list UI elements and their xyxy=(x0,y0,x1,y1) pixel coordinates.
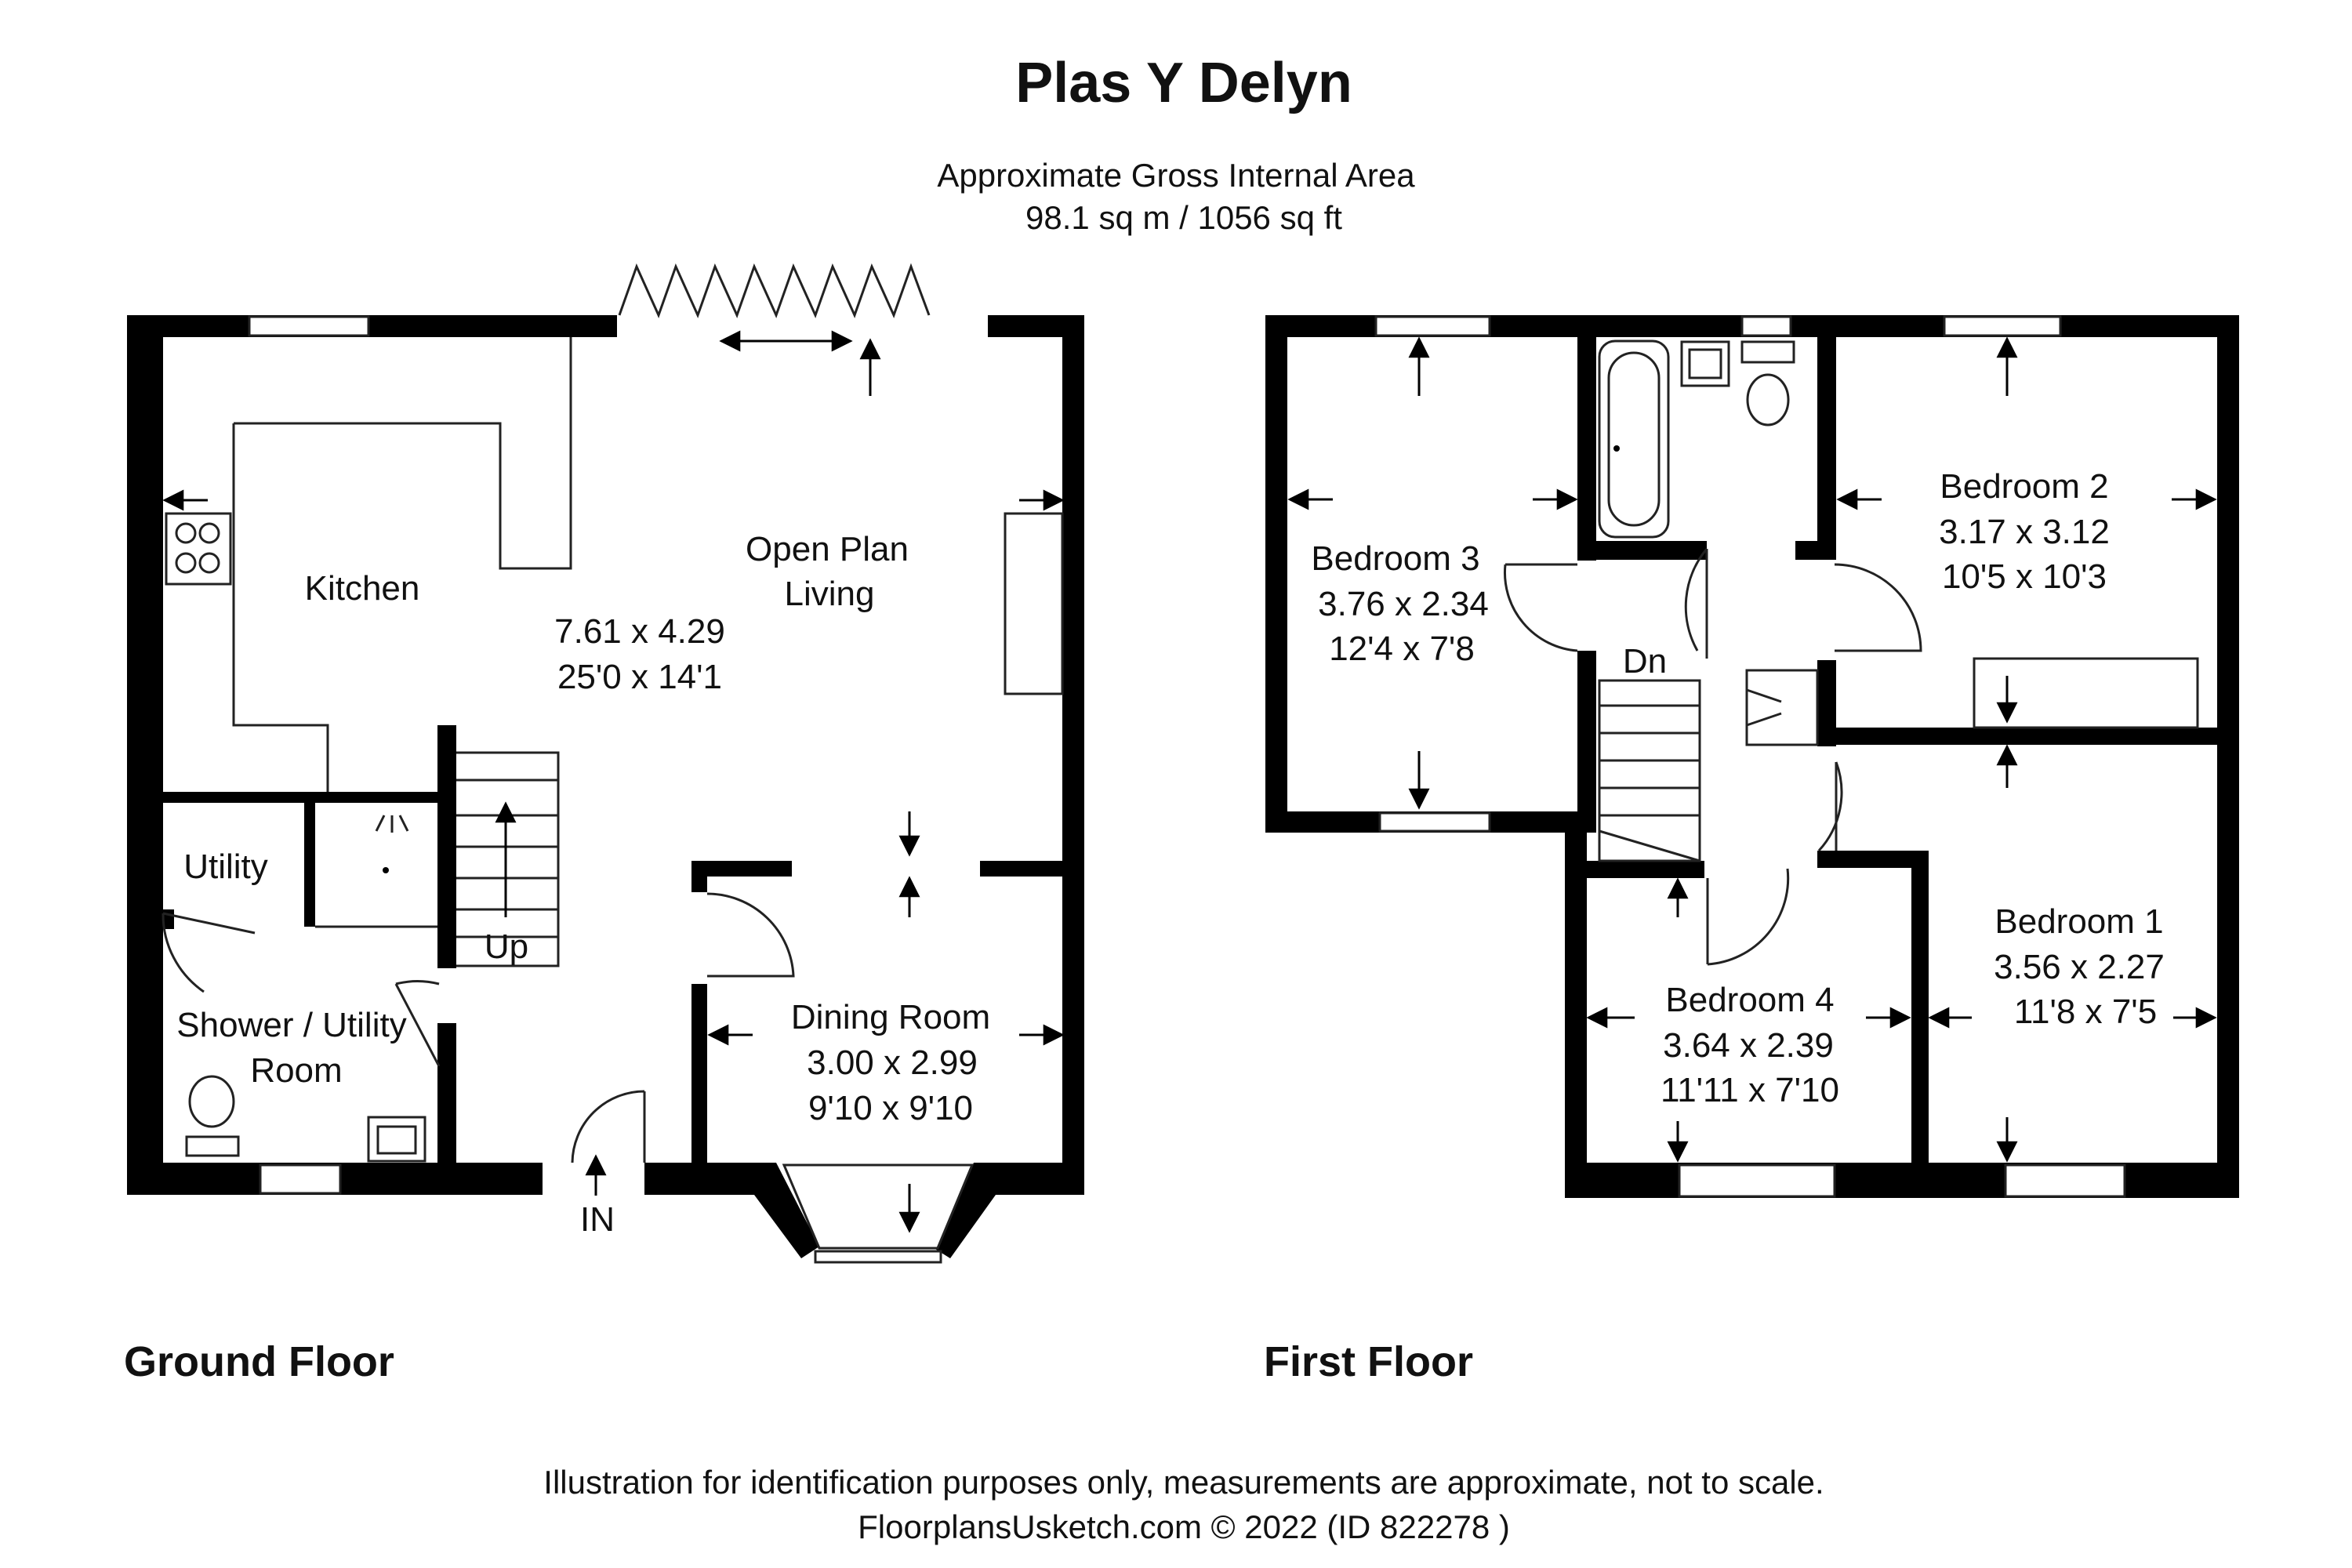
wall xyxy=(304,803,315,927)
bedroom2-wardrobe xyxy=(1973,657,2199,729)
bedroom3-window xyxy=(1374,315,1491,337)
bedroom3-label: Bedroom 3 xyxy=(1311,539,1479,578)
utility-label: Utility xyxy=(183,848,268,886)
bedroom4-label: Bedroom 4 xyxy=(1665,981,1834,1019)
shower-window xyxy=(259,1163,342,1195)
bedroom3-dim-metric: 3.76 x 2.34 xyxy=(1318,585,1489,623)
credit-text: FloorplansUsketch.com © 2022 (ID 822278 … xyxy=(858,1508,1510,1545)
wall xyxy=(1565,811,1587,1198)
wall xyxy=(1577,541,1707,560)
dining-dim-imperial: 9'10 x 9'10 xyxy=(808,1089,973,1127)
toilet-icon xyxy=(185,1075,240,1157)
kitchen-window xyxy=(248,315,370,337)
wall xyxy=(691,984,707,1163)
bedroom2-label: Bedroom 2 xyxy=(1940,467,2108,506)
wall xyxy=(127,792,448,803)
wall xyxy=(1577,337,1596,561)
shower-utility-label: Shower / Utility xyxy=(176,1006,406,1044)
first-floor-plan: Bedroom 3 3.76 x 2.34 12'4 x 7'8 Dn Bedr… xyxy=(1265,315,2239,1198)
area-label: Approximate Gross Internal Area xyxy=(937,157,1415,194)
wall xyxy=(1911,851,1929,1196)
bedroom4-dim-imperial: 11'11 x 7'10 xyxy=(1661,1071,1839,1109)
wall xyxy=(691,861,792,877)
shower-door xyxy=(394,980,441,1067)
dining-room-label: Dining Room xyxy=(791,998,990,1036)
bedroom4-dim-metric: 3.64 x 2.39 xyxy=(1663,1026,1834,1065)
entrance-label: IN xyxy=(580,1200,615,1239)
bathroom-toilet-icon xyxy=(1740,340,1795,426)
living-label: Living xyxy=(785,575,875,613)
cupboard-doors xyxy=(1746,688,1782,727)
wall xyxy=(1577,651,1596,833)
kitchen-island xyxy=(234,337,572,570)
bifold-doors xyxy=(618,263,931,319)
open-plan-dim-metric: 7.61 x 4.29 xyxy=(554,612,725,651)
wall xyxy=(437,1023,456,1163)
wall xyxy=(1587,861,1704,878)
bedroom2-dim-metric: 3.17 x 3.12 xyxy=(1939,513,2110,551)
landing-cupboard xyxy=(1745,669,1819,746)
wall xyxy=(1062,315,1084,1195)
bedroom2-door xyxy=(1834,563,1922,652)
bay-window xyxy=(782,1163,975,1250)
bay-wall xyxy=(754,1163,819,1258)
kitchen-counter xyxy=(232,423,329,793)
plan-title: Plas Y Delyn xyxy=(1015,52,1352,114)
dining-door xyxy=(706,892,795,978)
bathtub-icon xyxy=(1598,339,1670,539)
sink-icon xyxy=(367,1116,426,1163)
dining-dim-metric: 3.00 x 2.99 xyxy=(807,1044,978,1082)
wall xyxy=(1565,1163,2239,1198)
bathroom-door xyxy=(1684,548,1708,659)
shower-room-label: Room xyxy=(250,1051,342,1090)
bathroom-window xyxy=(1740,315,1792,337)
open-plan-dim-imperial: 25'0 x 14'1 xyxy=(557,658,722,696)
bay-wall xyxy=(931,1163,996,1258)
first-floor-label: First Floor xyxy=(1264,1338,1473,1385)
wall xyxy=(988,315,1062,337)
stairs-down xyxy=(1598,679,1701,862)
bathroom-sink-icon xyxy=(1680,340,1730,387)
wall xyxy=(437,725,456,968)
bay-window-glass xyxy=(814,1250,942,1264)
shower-icon xyxy=(375,815,409,873)
stairs-up-label: Up xyxy=(485,927,528,966)
ground-floor-plan: Kitchen Open Plan Living 7.61 x 4.29 25'… xyxy=(127,263,1084,1264)
ground-floor-label: Ground Floor xyxy=(124,1338,394,1385)
bedroom3-rear-window xyxy=(1378,811,1491,833)
wall xyxy=(2217,315,2239,1198)
bedroom1-label: Bedroom 1 xyxy=(1994,902,2163,941)
utility-door xyxy=(162,912,256,993)
bedroom3-door xyxy=(1503,563,1578,652)
bedroom2-dim-imperial: 10'5 x 10'3 xyxy=(1942,557,2107,596)
bedroom3-dim-imperial: 12'4 x 7'8 xyxy=(1329,630,1475,668)
bedroom1-dim-metric: 3.56 x 2.27 xyxy=(1994,948,2165,986)
open-plan-label: Open Plan xyxy=(746,530,909,568)
wall xyxy=(127,315,163,1195)
wall xyxy=(980,861,1084,877)
bedroom1-window xyxy=(2004,1163,2126,1198)
wall xyxy=(127,315,617,337)
stairs-up xyxy=(456,751,560,967)
bedroom4-door xyxy=(1706,868,1790,966)
bedroom1-dim-imperial: 11'8 x 7'5 xyxy=(2014,993,2157,1031)
front-door xyxy=(571,1090,646,1163)
stairs-down-label: Dn xyxy=(1623,642,1667,681)
kitchen-label: Kitchen xyxy=(305,569,420,608)
wall xyxy=(996,1163,1084,1195)
wall xyxy=(1817,851,1927,868)
wall xyxy=(1817,728,2217,745)
wall xyxy=(644,1163,754,1195)
wall xyxy=(1265,315,1287,833)
sideboard xyxy=(1004,512,1064,695)
hob xyxy=(165,512,232,586)
wall xyxy=(1817,337,1836,560)
disclaimer-text: Illustration for identification purposes… xyxy=(543,1464,1824,1501)
bedroom1-door xyxy=(1817,761,1843,852)
bedroom4-window xyxy=(1678,1163,1836,1198)
bedroom2-window xyxy=(1943,315,2062,337)
area-value: 98.1 sq m / 1056 sq ft xyxy=(1025,199,1342,236)
wall xyxy=(691,861,707,892)
